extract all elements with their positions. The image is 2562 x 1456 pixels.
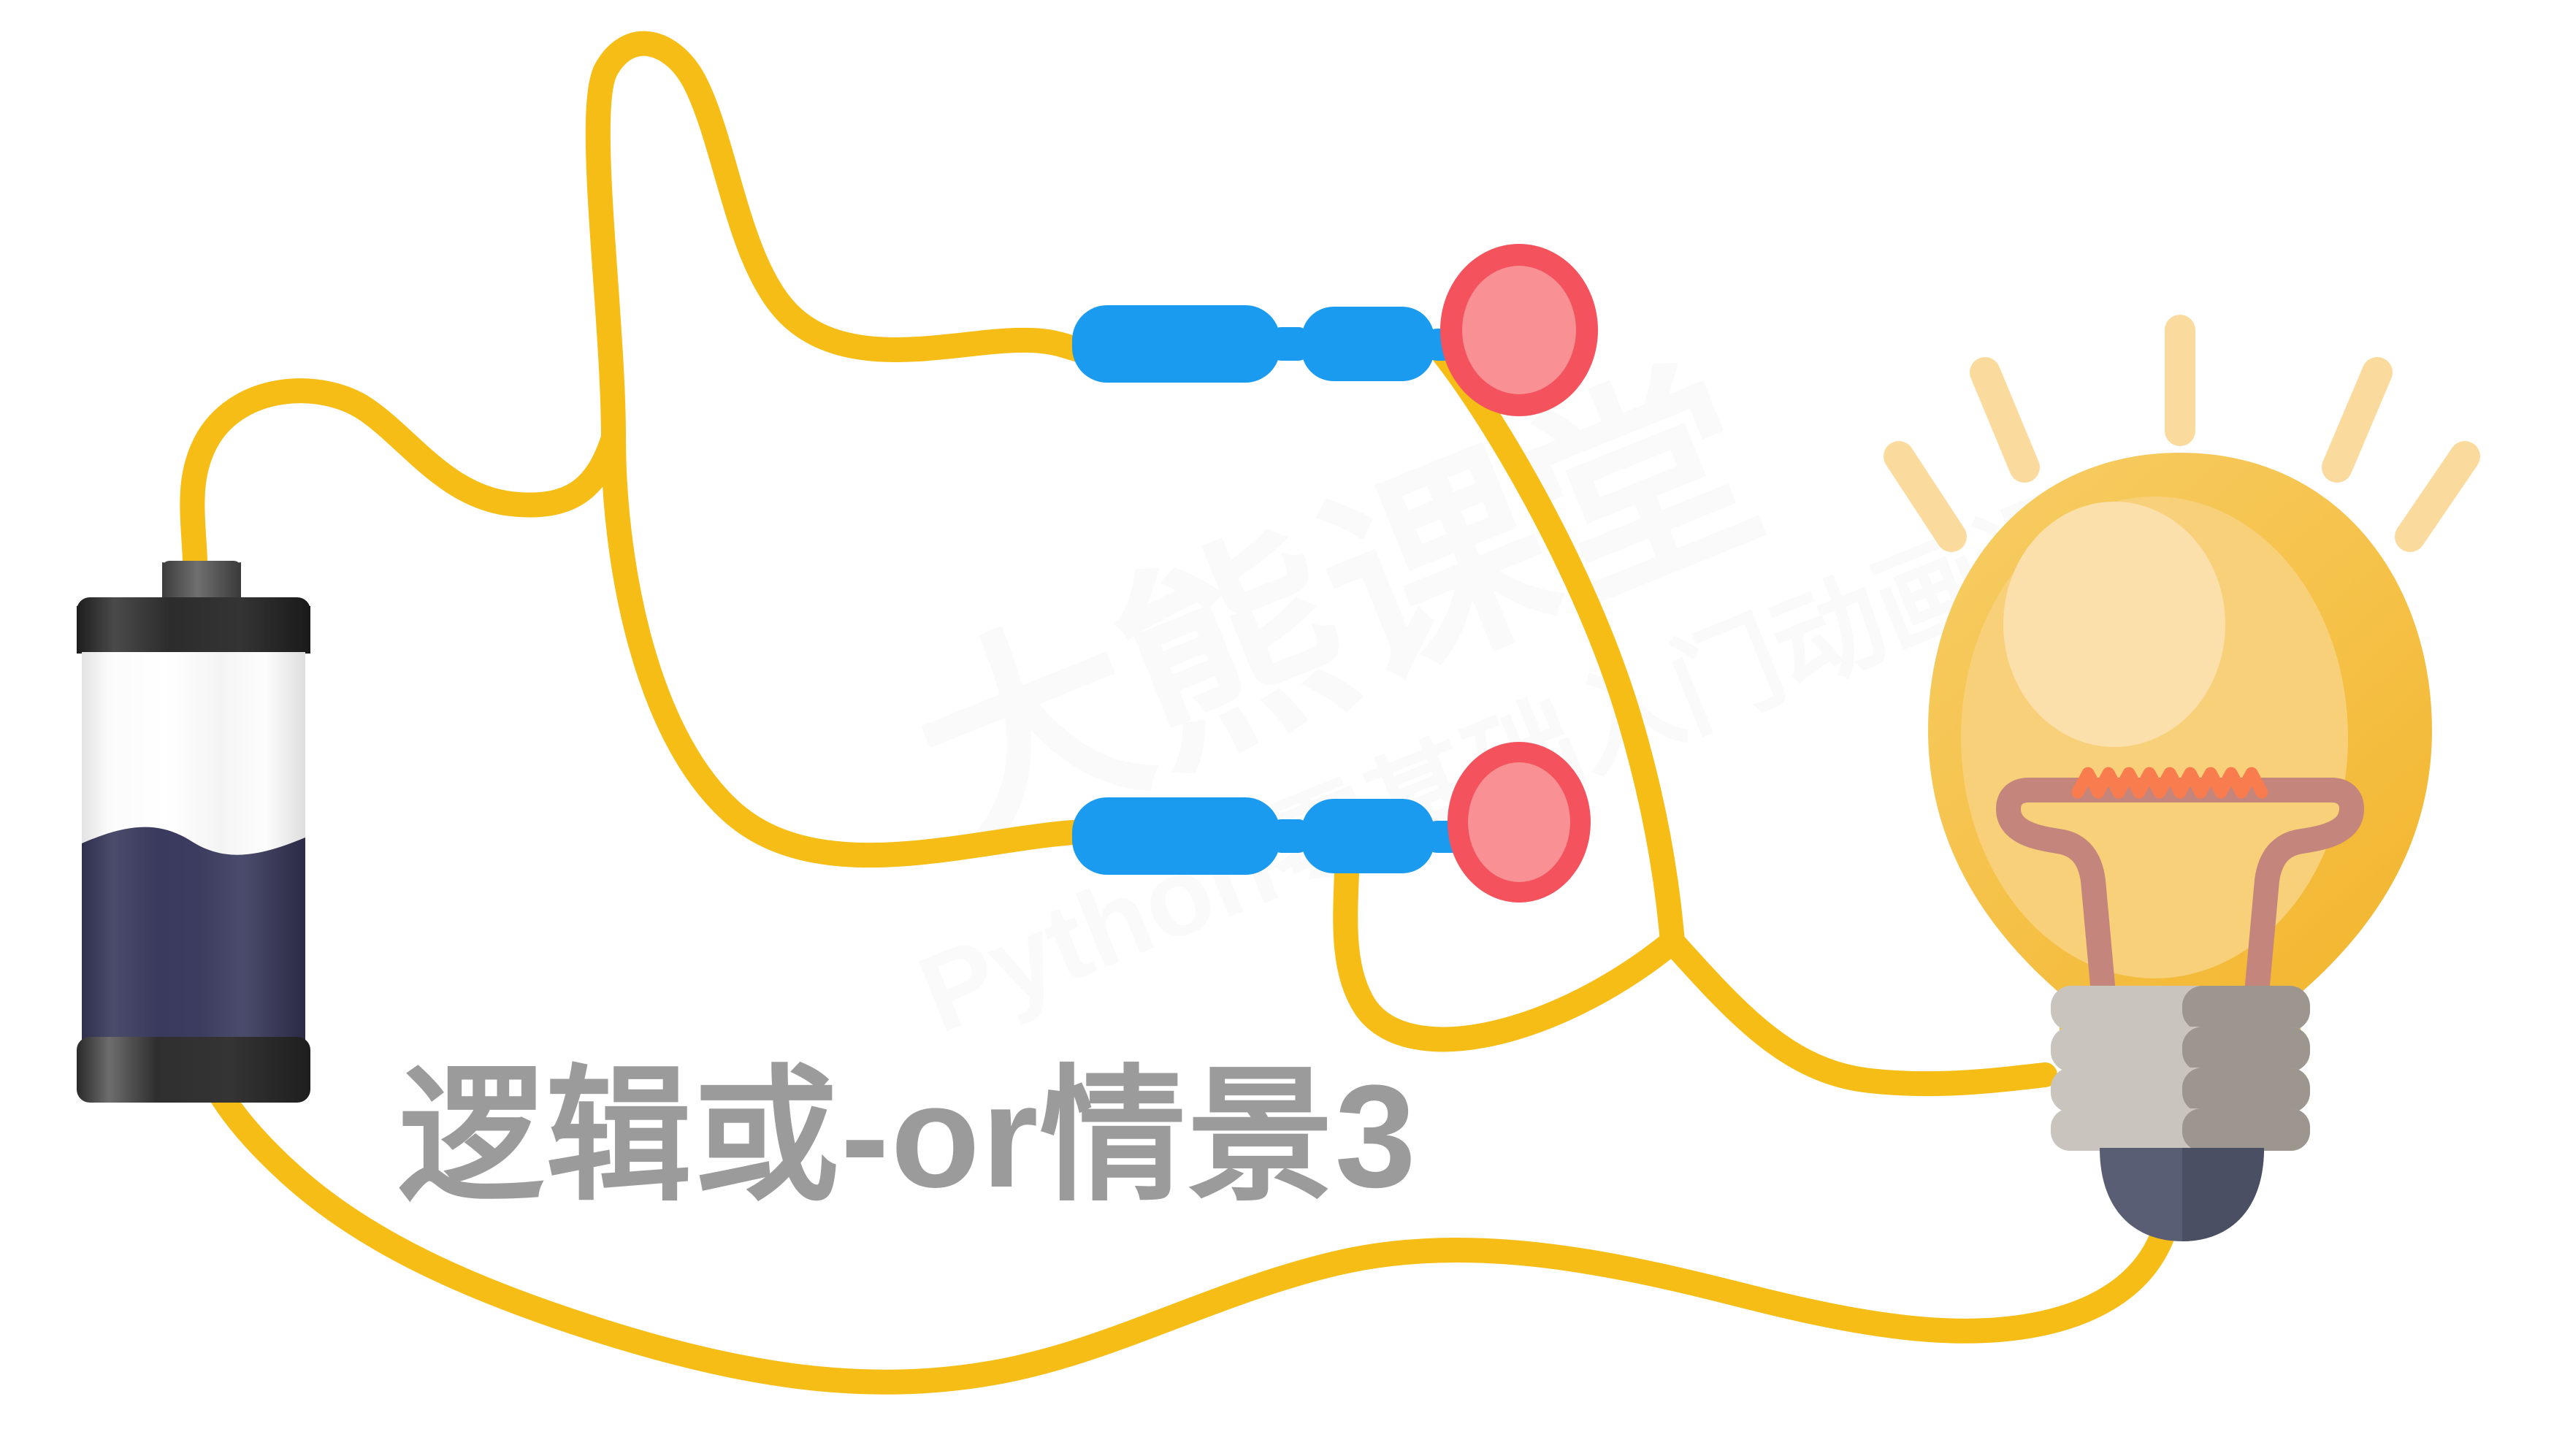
switch-bottom-connector — [1271, 819, 1309, 853]
light-ray-1 — [1884, 441, 1967, 552]
switch-top-button-inner — [1462, 266, 1576, 394]
page-title: 逻辑或-or情景3 — [398, 1055, 1418, 1218]
switch-top[interactable] — [1072, 244, 1598, 416]
light-ray-4 — [2322, 357, 2393, 483]
battery-charge-fill — [82, 827, 305, 1060]
light-bulb[interactable] — [1928, 453, 2432, 1241]
battery[interactable] — [77, 561, 310, 1103]
switch-bottom-bar-main[interactable] — [1072, 797, 1280, 875]
wire-to-lamp — [1660, 930, 2057, 1097]
wire-upper-branch — [585, 31, 1093, 451]
wire-lower-switch-out — [1333, 831, 1685, 1052]
light-ray-2 — [1970, 357, 2040, 483]
switch-bottom-button-inner — [1468, 762, 1570, 882]
battery-terminal-nub-body — [162, 561, 241, 606]
wire-battery-positive — [180, 378, 626, 597]
switch-top-bar-secondary[interactable] — [1301, 307, 1434, 381]
battery-top-cap-rounded — [77, 597, 310, 656]
bulb-filament-coil — [2071, 767, 2268, 799]
light-ray-5 — [2395, 441, 2480, 552]
bulb-contact-tip-shade — [2182, 1148, 2264, 1241]
bulb-filament-support — [1995, 778, 2365, 1046]
bulb-highlight — [2003, 502, 2225, 747]
bulb-screw-base — [2051, 986, 2310, 1151]
switch-top-connector — [1271, 327, 1309, 361]
switch-top-bar-main[interactable] — [1072, 305, 1280, 383]
wire-lower-branch — [601, 426, 1086, 868]
light-rays — [1884, 315, 2480, 552]
switch-bottom-bar-secondary[interactable] — [1301, 799, 1434, 873]
wire-upper-switch-out — [1423, 331, 1685, 954]
switch-bottom[interactable] — [1072, 742, 1591, 903]
battery-base — [77, 1037, 310, 1103]
